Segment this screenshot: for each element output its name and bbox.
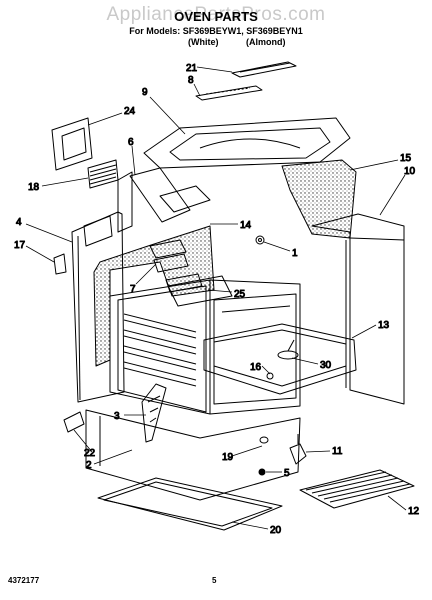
part-19-bushing [259, 436, 269, 444]
diagram-title: OVEN PARTS [174, 9, 258, 24]
callout-15: 15 [400, 153, 412, 164]
part-25-plate [167, 275, 233, 307]
part-17-clip [53, 253, 67, 275]
callout-18: 18 [28, 182, 40, 193]
part-11-valve [289, 434, 307, 465]
callout-11: 11 [332, 446, 343, 457]
part-5-nut [258, 468, 266, 476]
oven-cavity [109, 279, 301, 415]
part-22-channel [63, 411, 85, 433]
callout-1: 1 [292, 248, 298, 259]
part-16-screw [266, 372, 274, 380]
callout-30: 30 [320, 360, 332, 371]
part-15-right-insulation [281, 159, 357, 239]
part-8-vent-bar [195, 85, 263, 101]
part-6-vent-duct [117, 167, 211, 233]
callout-25: 25 [234, 289, 246, 300]
callout-9: 9 [142, 87, 148, 98]
part-2-base [85, 409, 301, 501]
part-12-oven-rack [299, 469, 415, 509]
callout-17: 17 [14, 240, 26, 251]
model-numbers: For Models: SF369BEYW1, SF369BEYN1 [129, 26, 303, 36]
callout-24: 24 [124, 106, 136, 117]
part-21-top-strip [231, 61, 297, 78]
part-9-top-panel [143, 117, 351, 169]
callout-14: 14 [240, 220, 252, 231]
callout-16: 16 [250, 362, 262, 373]
part-4-left-side-panel [71, 211, 125, 403]
callout-10: 10 [404, 166, 416, 177]
callout-21: 21 [186, 63, 198, 74]
part-13-bottom-panel [203, 323, 357, 395]
callout-13: 13 [378, 320, 390, 331]
callout-8: 8 [188, 75, 194, 86]
part-1-bushing [255, 235, 265, 245]
callout-labels: 21 8 9 24 6 18 15 10 4 14 17 1 7 25 13 3… [14, 63, 421, 537]
part-3-igniter [141, 383, 167, 443]
page-number: 5 [212, 576, 217, 585]
part-14-left-insulation [93, 225, 215, 367]
callout-22: 22 [84, 448, 96, 459]
callout-20: 20 [270, 525, 282, 536]
callout-5: 5 [284, 468, 290, 479]
callout-leaders [25, 66, 407, 530]
callout-4: 4 [16, 217, 22, 228]
callout-7: 7 [130, 284, 136, 295]
part-10-right-side-panel [311, 213, 405, 405]
part-20-bottom-drawer-panel [97, 477, 283, 531]
document-number: 4372177 [8, 576, 40, 585]
variant-white: (White) [188, 37, 219, 47]
callout-19: 19 [222, 452, 234, 463]
callout-6: 6 [128, 137, 134, 148]
callout-2: 2 [86, 460, 92, 471]
callout-3: 3 [114, 411, 120, 422]
callout-12: 12 [408, 506, 420, 517]
watermark: AppliancePartsPros.com [106, 4, 326, 25]
part-18-vent [87, 159, 119, 189]
part-24-bracket [51, 117, 93, 171]
variant-almond: (Almond) [246, 37, 286, 47]
